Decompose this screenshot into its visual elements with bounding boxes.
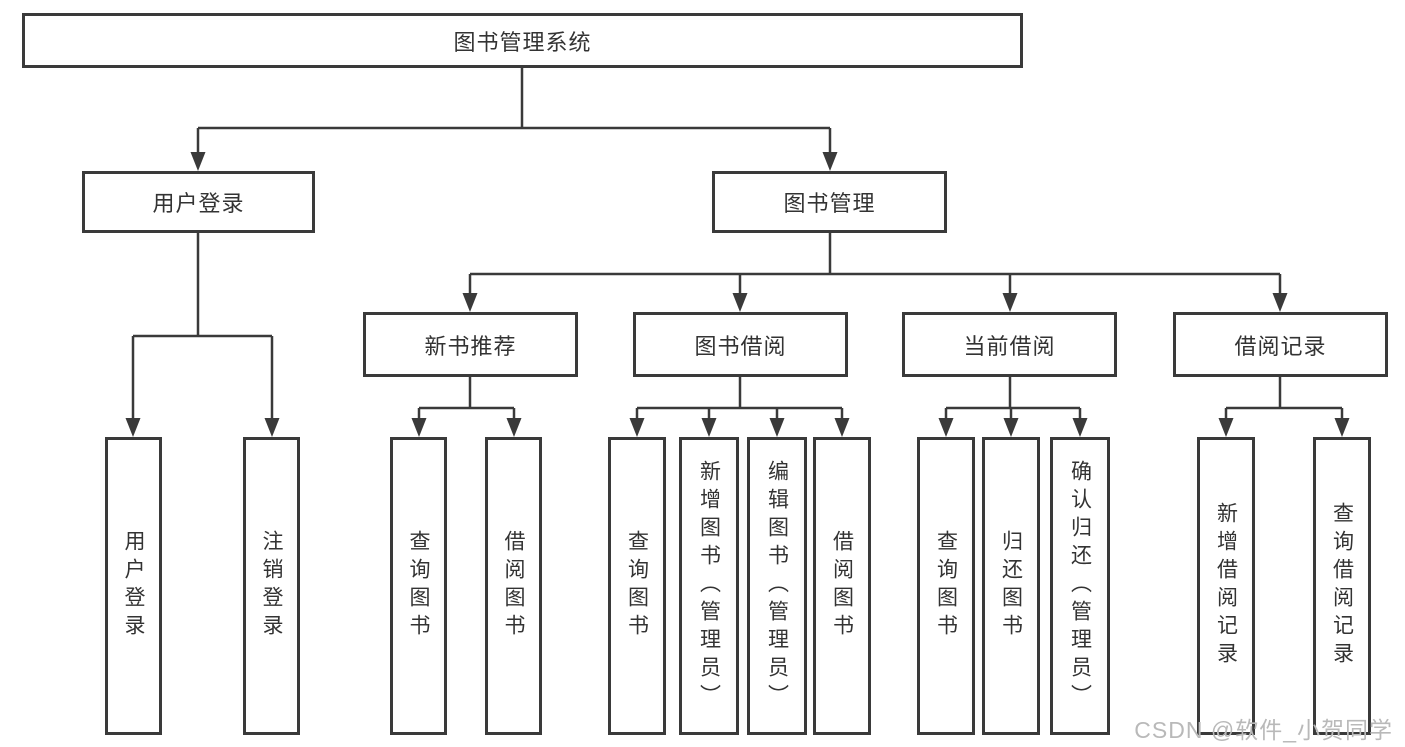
leaf-confirm-return-admin: 确认归还（管理员）: [1050, 437, 1110, 735]
connector-root-to-branches: [190, 68, 838, 171]
node-root: 图书管理系统: [22, 13, 1023, 68]
connector-borrow-records-to-leaves: [1218, 377, 1350, 437]
connector-line: [1224, 377, 1344, 423]
node-book-management: 图书管理: [712, 171, 947, 233]
leaf-add-books-admin: 新增图书（管理员）: [679, 437, 739, 735]
connector-new-book-recommend-to-leaves: [411, 377, 522, 437]
connector-line: [468, 233, 1282, 298]
connector-line: [417, 377, 516, 423]
leaf-query-borrow-record: 查询借阅记录: [1313, 437, 1371, 735]
node-borrow-records: 借阅记录: [1173, 312, 1388, 377]
leaf-user-login: 用户登录: [105, 437, 162, 735]
csdn-watermark: CSDN @软件_小贺同学: [1134, 717, 1393, 743]
arrow-down-icon: [938, 418, 1088, 437]
node-current-borrow: 当前借阅: [902, 312, 1117, 377]
leaf-query-books-borrow: 查询图书: [608, 437, 666, 735]
connector-current-borrow-to-leaves: [938, 377, 1088, 437]
connector-user-login-to-leaves: [125, 233, 280, 437]
leaf-return-books: 归还图书: [982, 437, 1040, 735]
connector-line: [635, 377, 844, 423]
arrow-down-icon: [1218, 418, 1350, 437]
leaf-query-books-current: 查询图书: [917, 437, 975, 735]
connector-line: [196, 68, 832, 157]
leaf-borrow-books: 借阅图书: [813, 437, 871, 735]
leaf-query-books-recommend: 查询图书: [390, 437, 447, 735]
node-book-borrow: 图书借阅: [633, 312, 848, 377]
arrow-down-icon: [125, 418, 280, 437]
connector-book-management-to-sections: [462, 233, 1288, 312]
leaf-logout-login: 注销登录: [243, 437, 300, 735]
arrow-down-icon: [411, 418, 522, 437]
arrow-down-icon: [462, 293, 1288, 312]
leaf-borrow-books-recommend: 借阅图书: [485, 437, 542, 735]
node-user-login: 用户登录: [82, 171, 315, 233]
leaf-edit-books-admin: 编辑图书（管理员）: [747, 437, 807, 735]
arrow-down-icon: [629, 418, 850, 437]
leaf-add-borrow-record: 新增借阅记录: [1197, 437, 1255, 735]
arrow-down-icon: [190, 152, 838, 171]
node-new-book-recommend: 新书推荐: [363, 312, 578, 377]
connector-line: [944, 377, 1082, 423]
connector-book-borrow-to-leaves: [629, 377, 850, 437]
connector-line: [131, 233, 274, 423]
